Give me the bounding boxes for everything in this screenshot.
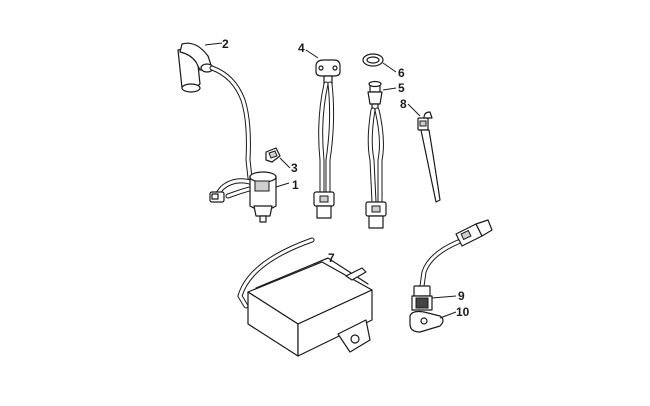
clip-part — [265, 147, 291, 169]
callout-8: 8 — [400, 97, 407, 111]
callout-3: 3 — [291, 161, 298, 175]
control-module-part — [237, 237, 373, 357]
callout-5: 5 — [398, 81, 405, 95]
callout-10: 10 — [456, 305, 470, 319]
callout-7: 7 — [328, 251, 335, 265]
sensor-harness-5 — [365, 80, 397, 229]
callout-2: 2 — [222, 37, 229, 51]
callout-1: 1 — [292, 178, 299, 192]
ignition-coil-assembly — [177, 42, 290, 223]
callout-4: 4 — [298, 41, 305, 55]
knock-sensor-assembly — [409, 219, 493, 333]
sensor-harness-4 — [305, 49, 341, 219]
cable-tie-part — [407, 103, 441, 203]
callout-6: 6 — [398, 66, 405, 80]
o-ring-part — [362, 53, 397, 73]
callout-9: 9 — [458, 289, 465, 303]
